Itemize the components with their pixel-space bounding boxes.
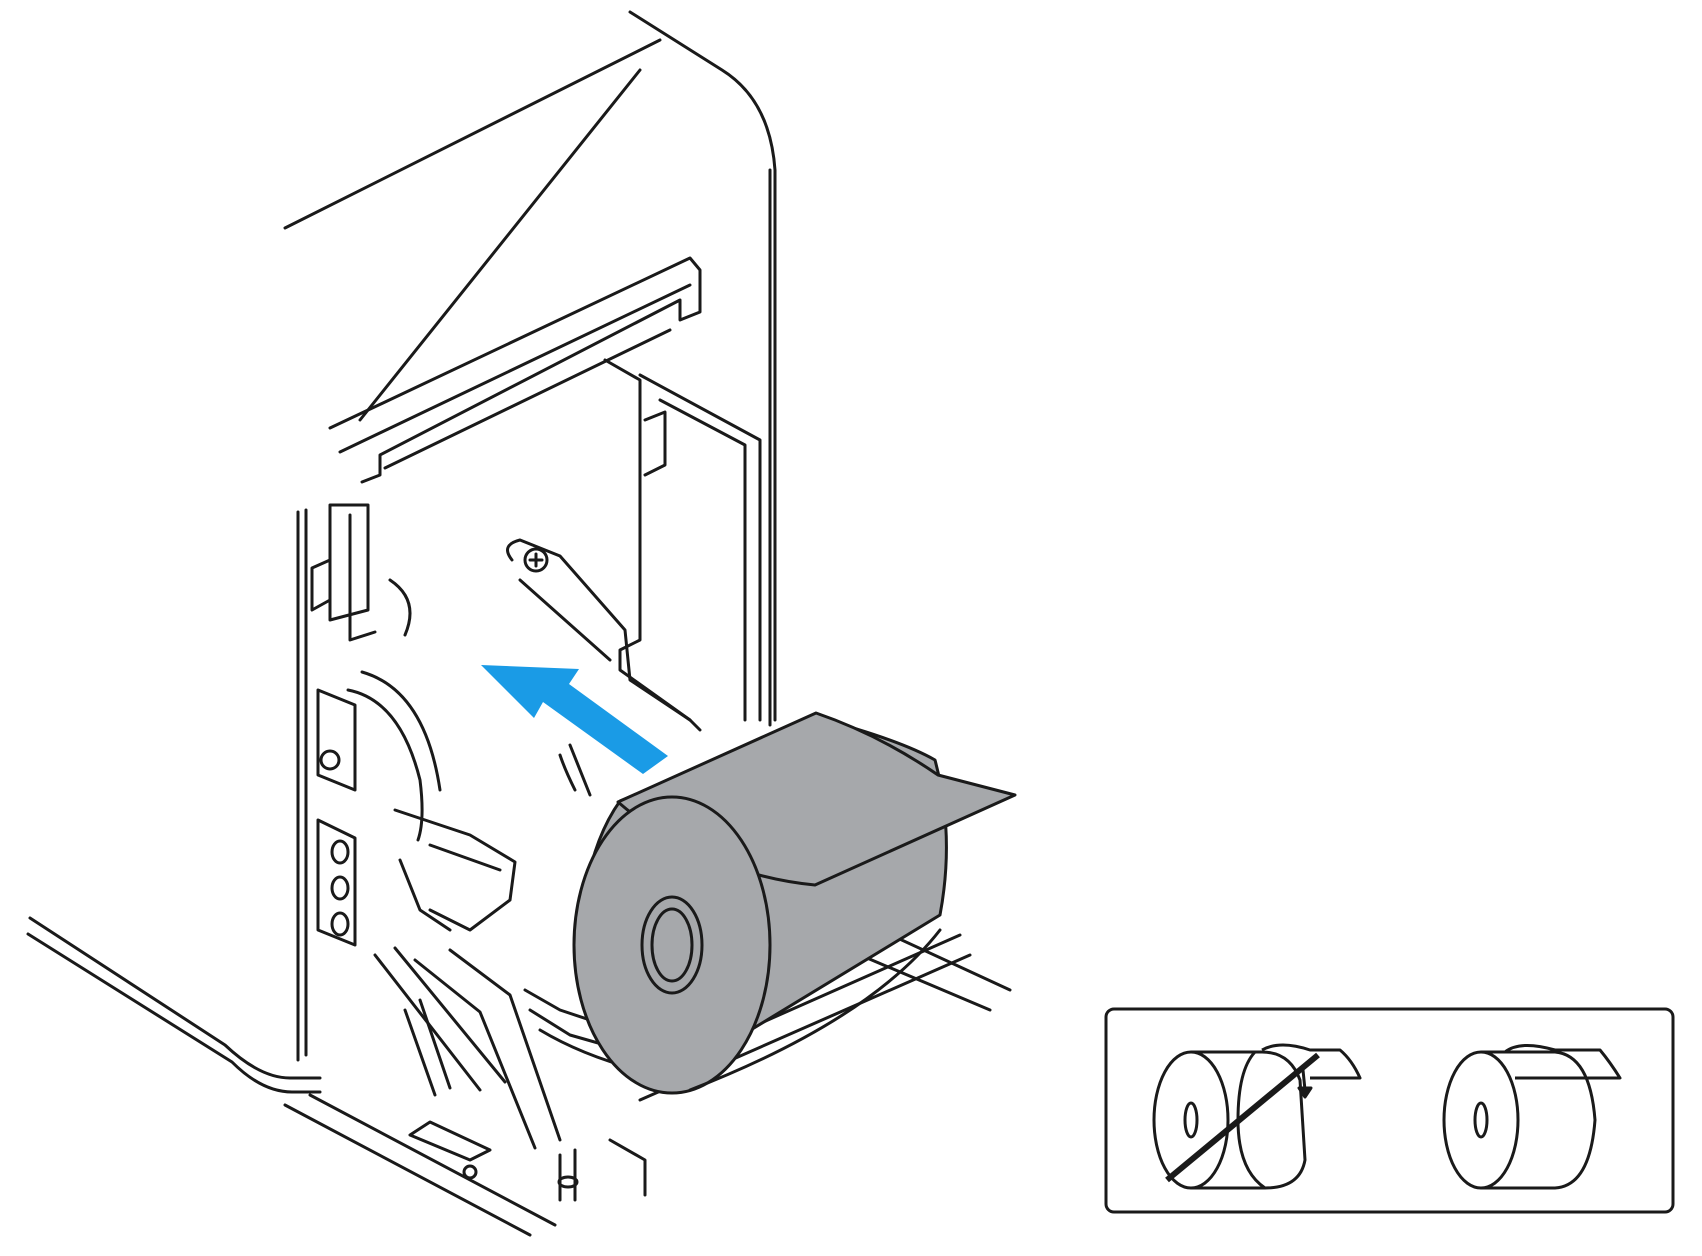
paper-roll [572,711,1017,1095]
printer-body [26,10,1012,1237]
orientation-inset [1104,1007,1675,1214]
inset-frame [1104,1007,1675,1214]
insert-arrow [481,665,668,774]
roll-example-correct [1442,1044,1622,1190]
paper-compartment [310,256,972,1202]
strike-mark [1165,1052,1320,1183]
roll-example-incorrect [1152,1043,1362,1190]
